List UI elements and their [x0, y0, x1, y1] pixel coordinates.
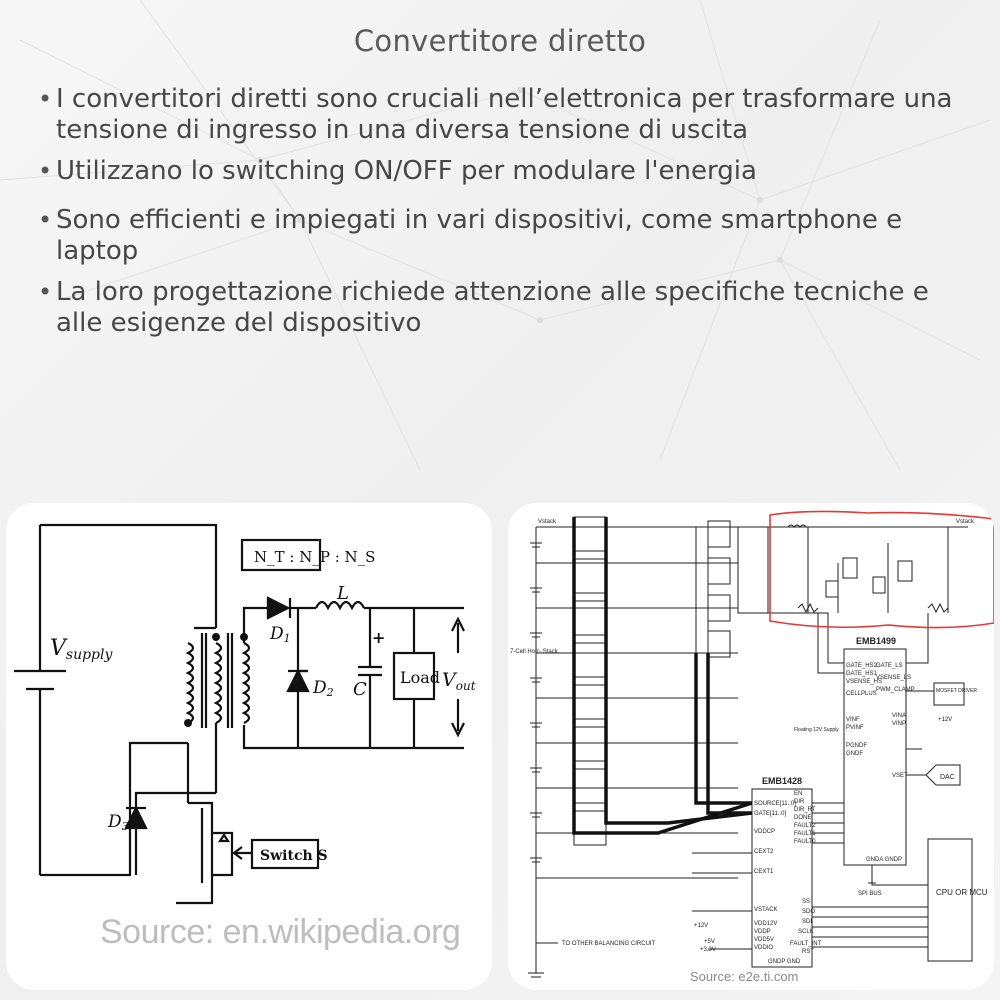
emb1499-pin: GATE_HS2 [846, 663, 878, 669]
balancing-circuit-schematic-panel: Vstack Vstack 7-Cell Horr- Stack EMB1499… [508, 503, 994, 990]
vsupply-label: Vsupply [50, 636, 113, 663]
emb1428-pin: DONE [794, 815, 811, 821]
bullet-item: •Sono efficienti e impiegati in vari dis… [30, 205, 980, 267]
bullet-dot: • [38, 85, 53, 113]
emb1499-bottom-pins: GNDA GNDP [866, 857, 902, 863]
emb1428-pin: DIR [794, 799, 805, 805]
d3-label: D3 [107, 812, 129, 833]
emb1428-pin: SS [802, 899, 810, 905]
emb1428-pin: VDD5V [754, 937, 774, 943]
vstack-right-label: Vstack [956, 519, 975, 525]
emb1499-pin: VINA [892, 713, 906, 719]
emb1428-pin: RST [802, 949, 814, 955]
emb1499-pin: GATE_LS [876, 663, 903, 669]
emb1428-pin: VDDIO [754, 945, 773, 951]
emb1428-pin: VDD12V [754, 921, 777, 927]
forward-converter-schematic: Vsupply N_T : N_P : N_S L D1 D2 D3 C + L… [14, 523, 476, 905]
balancing-circuit-schematic: Vstack Vstack 7-Cell Horr- Stack EMB1499… [510, 510, 994, 978]
plus-3v3-label: +3.3V [700, 947, 716, 953]
bullet-item: •I convertitori diretti sono cruciali ne… [30, 84, 980, 146]
emb1428-pin: VDDP [754, 929, 771, 935]
spi-bus-label: SPI BUS [858, 891, 882, 897]
load-label: Load [400, 668, 440, 687]
emb1499-pin: VSET [892, 773, 908, 779]
page-title: Convertitore diretto [353, 24, 647, 58]
switch-label: Switch S [260, 848, 328, 864]
plus-12v-right-label: +12V [938, 717, 952, 723]
cell-stack-label: 7-Cell Horr- Stack [510, 649, 559, 655]
emb1428-pin: FAULT2 [794, 823, 816, 829]
bullet-list: •I convertitori diretti sono cruciali ne… [30, 84, 980, 349]
emb1499-pin: VINF [846, 717, 860, 723]
emb1428-pin: GATE[11..0] [754, 811, 786, 817]
bullet-item: •La loro progettazione richiede attenzio… [30, 277, 980, 339]
emb1499-pin: PVINF [846, 725, 864, 731]
mosfet-driver-label: MOSFET DRIVER [936, 688, 977, 694]
capacitor-label: C [353, 679, 367, 700]
emb1428-pin: FAULT0 [794, 839, 816, 845]
floating-supply-label: Floating 12V Supply [794, 727, 839, 733]
left-source-caption: Source: en.wikipedia.org [100, 913, 461, 951]
emb1428-pin: FAULT1 [794, 831, 816, 837]
cpu-label: CPU OR MCU [936, 888, 988, 897]
other-balancing-label: TO OTHER BALANCING CIRCUIT [562, 941, 656, 947]
forward-converter-schematic-panel: Vsupply N_T : N_P : N_S L D1 D2 D3 C + L… [6, 503, 492, 990]
emb1499-pin: VSENSE_LS [876, 675, 911, 681]
emb1428-pin: DIR_RT [794, 807, 816, 813]
emb1499-pin: VSENSE_HS [846, 679, 882, 685]
emb1499-pin: VINP [892, 721, 906, 727]
bullet-dot: • [38, 157, 53, 185]
background-network-lines [0, 0, 991, 471]
bullet-item: •Utilizzano lo switching ON/OFF per modu… [30, 156, 980, 187]
emb1428-pin: CEXT2 [754, 849, 774, 855]
emb1428-pin: VDDCP [754, 829, 775, 835]
emb1499-pin: CELLPLUS [846, 691, 877, 697]
emb1428-pin: FAULT_INT [790, 941, 822, 947]
emb1499-label: EMB1499 [856, 636, 896, 646]
emb1499-pin: GATE_HS1 [846, 671, 878, 677]
bullet-text: I convertitori diretti sono cruciali nel… [56, 84, 953, 145]
inductor-label: L [336, 583, 349, 604]
bullet-dot: • [38, 206, 53, 234]
emb1499-pin: PGNDF [846, 743, 867, 749]
bullet-text: La loro progettazione richiede attenzion… [56, 277, 929, 338]
bullet-dot: • [38, 278, 53, 306]
emb1428-pin: CEXT1 [754, 869, 774, 875]
emb1428-pin: SDI [802, 919, 812, 925]
right-source-caption: Source: e2e.ti.com [690, 969, 799, 984]
emb1499-pin: GNDF [846, 751, 863, 757]
plus-12v-label: +12V [694, 923, 708, 929]
d1-label: D1 [269, 624, 291, 645]
emb1428-bottom-pins: GNDP GND [768, 959, 801, 965]
turns-ratio-label: N_T : N_P : N_S [254, 548, 375, 566]
emb1428-pin: SOURCE[11..0] [754, 801, 796, 807]
bullet-text: Utilizzano lo switching ON/OFF per modul… [56, 156, 757, 186]
emb1428-pin: SCLK [798, 929, 814, 935]
plus-5v-label: +5V [704, 939, 715, 945]
emb1428-label: EMB1428 [762, 776, 802, 786]
emb1499-pin: PWM_CLAMP [876, 687, 915, 693]
emb1428-pin: SDO [802, 909, 815, 915]
dac-label: DAC [940, 774, 955, 781]
emb1428-pin: VSTACK [754, 907, 778, 913]
d2-label: D2 [312, 678, 334, 699]
vstack-left-label: Vstack [538, 519, 557, 525]
vout-label: Vout [442, 669, 476, 693]
emb1428-pin: EN [794, 791, 802, 797]
bullet-text: Sono efficienti e impiegati in vari disp… [56, 205, 903, 266]
capacitor-plus: + [372, 628, 385, 647]
